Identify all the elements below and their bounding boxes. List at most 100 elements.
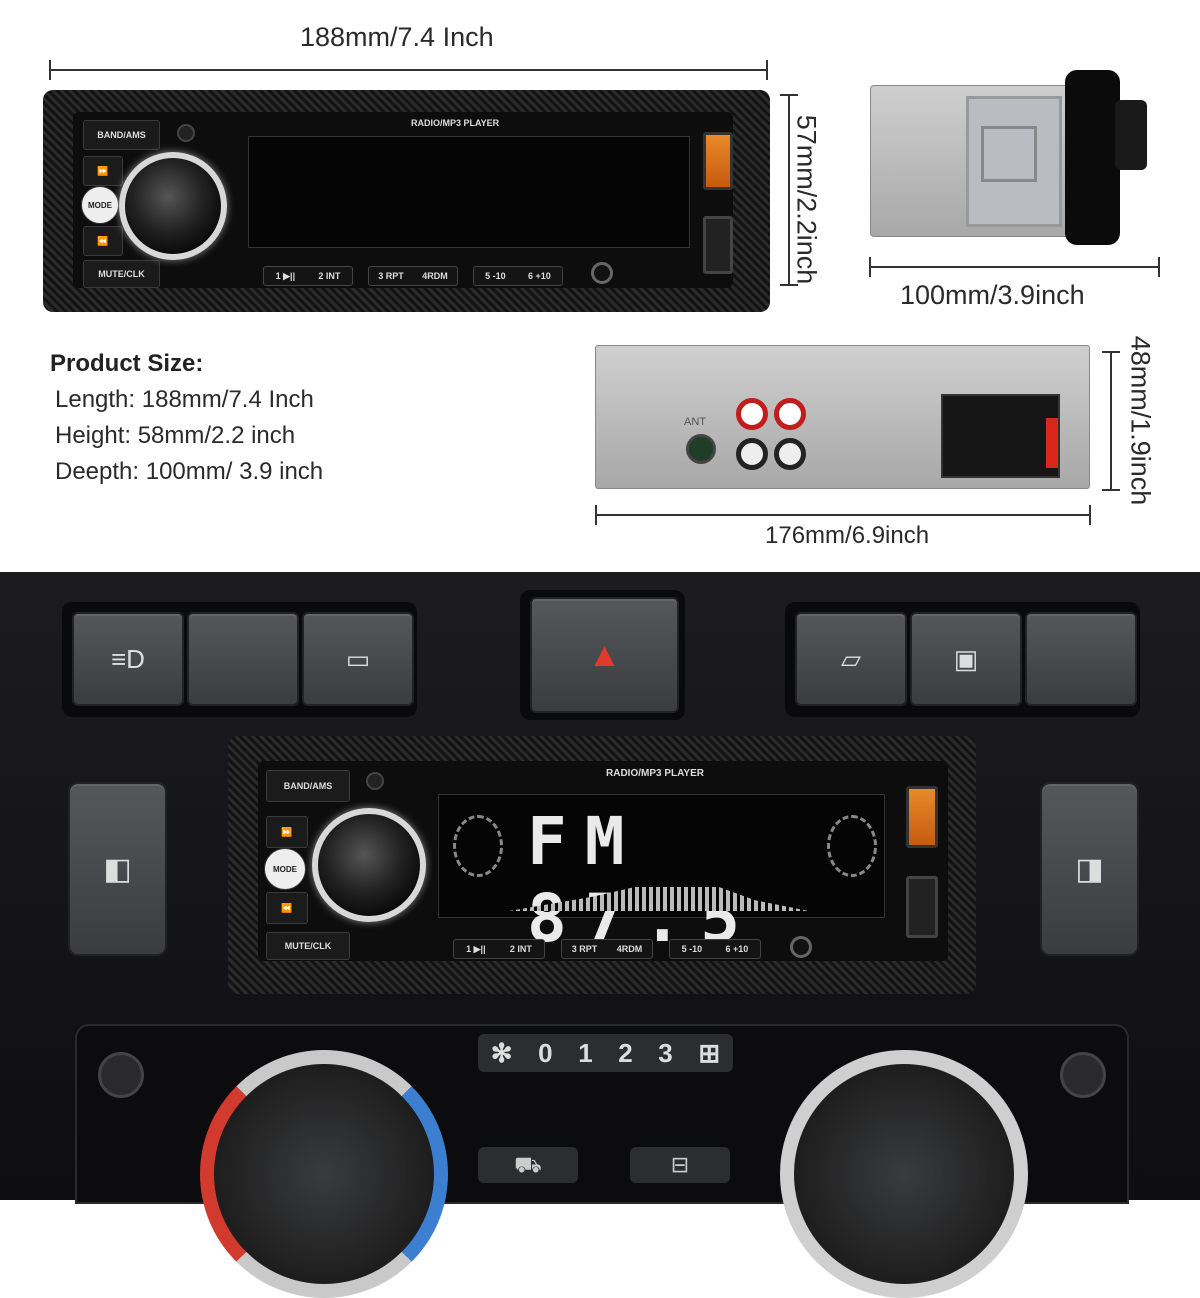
preset-group-1[interactable]: 1 ▶|| 2 INT	[263, 266, 353, 286]
installed-usb-data-port[interactable]	[906, 876, 938, 938]
next-track-button[interactable]: ⏩	[83, 156, 123, 186]
rca-white-left	[736, 438, 768, 470]
installed-preset-group-3[interactable]: 5 -10 6 +10	[669, 939, 761, 959]
installed-prev-button[interactable]: ⏪	[266, 892, 308, 924]
usb-charging-port[interactable]	[703, 132, 733, 190]
back-height-line	[1110, 352, 1112, 490]
preset-1-label: 1 ▶||	[275, 270, 296, 281]
product-size-heading: Product Size:	[50, 350, 204, 377]
installed-mode-label: MODE	[273, 864, 297, 874]
installed-preset-4-label: 4RDM	[616, 944, 643, 954]
installed-radio: BAND/AMS ⏩ MODE ⏪ MUTE/CLK RADIO/MP3 PLA…	[228, 736, 976, 994]
back-length-tick-right	[1089, 505, 1091, 525]
fan-icon: ✻	[490, 1037, 513, 1068]
preset-4-label: 4RDM	[422, 271, 448, 281]
temperature-dial[interactable]	[200, 1050, 448, 1298]
left-speaker-graphic-icon	[453, 815, 503, 877]
installed-usb-charging-port[interactable]	[906, 786, 938, 848]
left-panel-screw	[98, 1052, 144, 1098]
preset-group-2[interactable]: 3 RPT 4RDM	[368, 266, 458, 286]
fuse	[1046, 418, 1058, 468]
installed-preset-5-label: 5 -10	[681, 944, 703, 954]
back-length-line	[596, 514, 1091, 516]
mode-button[interactable]: MODE	[81, 186, 119, 224]
ant-label: ANT	[684, 416, 706, 428]
lcd-screen-blank	[248, 136, 690, 248]
side-view-knob	[1115, 100, 1147, 170]
brand-label: RADIO/MP3 PLAYER	[411, 118, 500, 128]
frequency-display: FM 87.5	[527, 803, 758, 957]
preset-2-label: 2 INT	[318, 271, 341, 281]
blank-switch-right[interactable]	[1025, 612, 1137, 706]
fan-speed-3: 3	[658, 1037, 673, 1068]
installed-next-button[interactable]: ⏩	[266, 816, 308, 848]
fan-speed-1: 1	[578, 1037, 593, 1068]
front-length-label: 188mm/7.4 Inch	[300, 22, 494, 52]
installed-preset-6-label: 6 +10	[725, 944, 749, 954]
back-height-tick-bottom	[1102, 489, 1120, 491]
rca-red-right	[774, 398, 806, 430]
window-left-icon: ◧	[103, 852, 132, 886]
recirculation-button[interactable]: ⛟	[478, 1147, 578, 1183]
preset-group-3[interactable]: 5 -10 6 +10	[473, 266, 563, 286]
prev-track-button[interactable]: ⏪	[83, 226, 123, 256]
installed-aux-jack[interactable]	[790, 936, 812, 958]
hazard-triangle-icon: ▲	[587, 635, 622, 674]
right-panel-screw	[1060, 1052, 1106, 1098]
right-window-switch[interactable]: ◨	[1040, 782, 1139, 956]
preset-6-label: 6 +10	[528, 271, 551, 281]
band-ams-button[interactable]: BAND/AMS	[83, 120, 160, 150]
rear-defrost-switch-icon[interactable]: ▭	[302, 612, 414, 706]
front-length-line	[50, 69, 768, 71]
installed-brand-label: RADIO/MP3 PLAYER	[606, 768, 704, 779]
dashboard-photo: ≡D ▭ ▲ ▱ ▣ ◧ ◨ BAND/AMS ⏩ MODE ⏪ MUTE/CL…	[0, 572, 1200, 1298]
antenna-port	[686, 434, 716, 464]
preset-5-label: 5 -10	[485, 271, 506, 281]
front-height-line	[788, 95, 790, 285]
back-length-tick-left	[595, 505, 597, 525]
air-direction-dial[interactable]	[780, 1050, 1028, 1298]
front-panel: BAND/AMS ⏩ MODE ⏪ MUTE/CLK RADIO/MP3 PLA…	[43, 90, 770, 312]
fan-speed-0: 0	[538, 1037, 553, 1068]
fan-speed-bar: ✻ 0 1 2 3 ⊞	[478, 1034, 733, 1072]
installed-band-ams-button[interactable]: BAND/AMS	[266, 770, 350, 802]
back-panel: ANT	[595, 345, 1090, 489]
front-height-tick-top	[780, 94, 798, 96]
aux-jack[interactable]	[591, 262, 613, 284]
wiper-switch-icon[interactable]: ▱	[795, 612, 907, 706]
product-size-depth: Deepth: 100mm/ 3.9 inch	[55, 458, 324, 485]
installed-preset-1-label: 1 ▶||	[466, 943, 486, 954]
mute-clk-button[interactable]: MUTE/CLK	[83, 260, 160, 288]
usb-data-port[interactable]	[703, 216, 733, 274]
installed-mute-clk-button[interactable]: MUTE/CLK	[266, 932, 350, 960]
installed-preset-2-label: 2 INT	[509, 944, 532, 954]
fan-speed-2: 2	[618, 1037, 633, 1068]
front-height-tick-bottom	[780, 284, 798, 286]
volume-knob[interactable]	[119, 152, 227, 260]
windshield-defrost-button[interactable]: ⊟	[630, 1147, 730, 1183]
back-length-label: 176mm/6.9inch	[765, 522, 930, 549]
window-switch-icon[interactable]: ▣	[910, 612, 1022, 706]
side-depth-tick-left	[869, 257, 871, 277]
product-size-length: Length: 188mm/7.4 Inch	[55, 386, 314, 413]
installed-volume-knob[interactable]	[312, 808, 426, 922]
installed-mode-button[interactable]: MODE	[264, 848, 306, 890]
front-length-tick-left	[49, 60, 51, 80]
back-height-tick-top	[1102, 351, 1120, 353]
blank-switch[interactable]	[187, 612, 299, 706]
right-speaker-graphic-icon	[827, 815, 877, 877]
fog-light-switch-icon[interactable]: ≡D	[72, 612, 184, 706]
left-window-switch[interactable]: ◧	[68, 782, 167, 956]
side-depth-label: 100mm/3.9inch	[900, 280, 1085, 310]
hazard-button[interactable]: ▲	[530, 597, 679, 713]
rca-white-right	[774, 438, 806, 470]
side-depth-line	[870, 266, 1160, 268]
product-size-height: Height: 58mm/2.2 inch	[55, 422, 296, 449]
preset-3-label: 3 RPT	[378, 271, 404, 281]
back-height-label: 48mm/1.9inch	[1125, 335, 1156, 506]
mode-button-label: MODE	[88, 200, 112, 210]
front-length-tick-right	[766, 60, 768, 80]
side-view-chassis	[870, 85, 1077, 237]
installed-preset-group-1[interactable]: 1 ▶|| 2 INT	[453, 939, 545, 959]
